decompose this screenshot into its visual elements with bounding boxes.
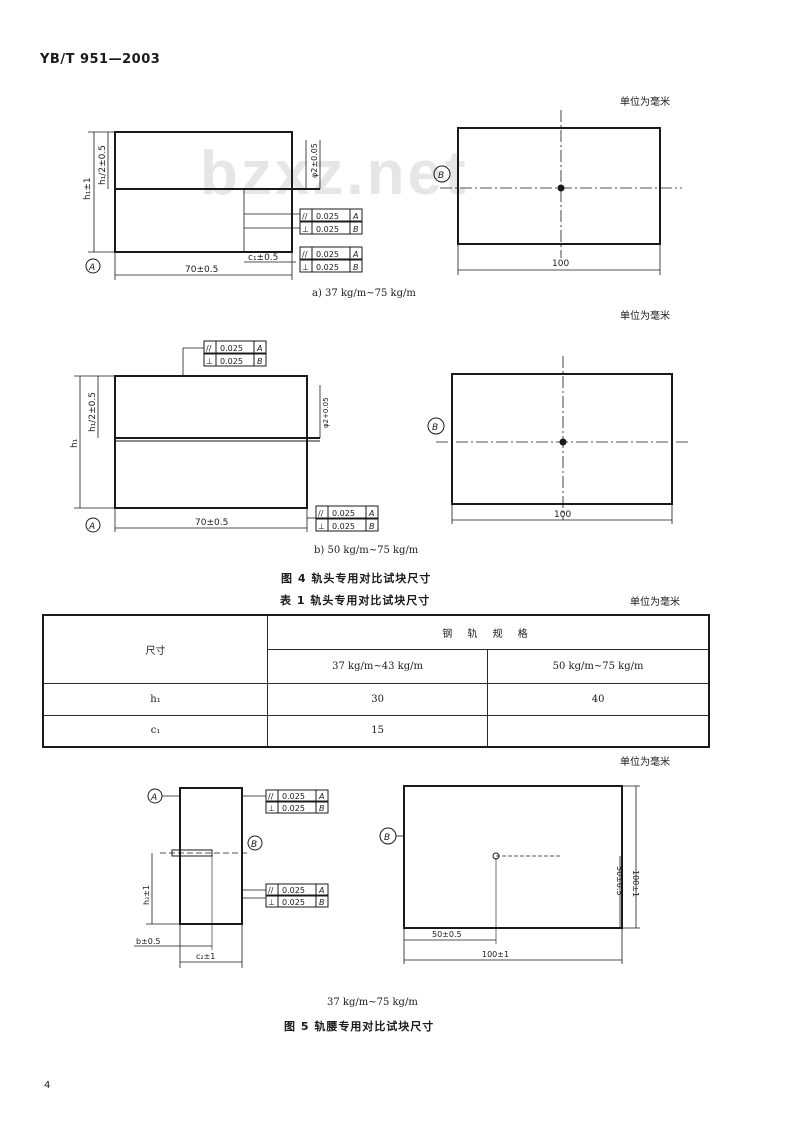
fig4b-side-width: 100 <box>554 510 571 520</box>
table1: 尺寸 钢 轨 规 格 37 kg/m~43 kg/m 50 kg/m~75 kg… <box>42 614 710 748</box>
fig4a-tol-parallel: 0.025 <box>316 212 339 221</box>
fig4b-tol-parallel-2: 0.025 <box>332 509 355 518</box>
fig4b-symbol-parallel-2: // <box>318 509 324 518</box>
fig5-tol-datum-b: B <box>319 804 325 813</box>
table1-subheader-2: 50 kg/m~75 kg/m <box>487 648 710 684</box>
fig4a-symbol-perp-2: ⊥ <box>302 263 309 272</box>
fig5-tol-perp: 0.025 <box>282 804 305 813</box>
fig4b-dim-half-height: h₁/2±0.5 <box>88 392 98 432</box>
fig5-datum-a: A <box>150 793 157 803</box>
fig4a-side-block <box>457 127 661 245</box>
fig4b-tol-datum-a-2: A <box>368 509 374 518</box>
fig4b-tol-datum-b: B <box>257 357 263 366</box>
table1-cell: 15 <box>266 714 489 748</box>
fig4b-tol-parallel: 0.025 <box>220 344 243 353</box>
fig5-tol-parallel-2: 0.025 <box>282 886 305 895</box>
fig4a-dim-half-height: h₁/2±0.5 <box>98 145 108 185</box>
fig4b-side-datum-b: B <box>432 423 438 433</box>
fig4b-tol-perp: 0.025 <box>220 357 243 366</box>
fig5-tol-datum-a-2: A <box>318 886 324 895</box>
fig4a-symbol-perp: ⊥ <box>302 225 309 234</box>
fig5-dim-side-h: 100±1 <box>631 870 640 897</box>
table1-cell: 40 <box>487 682 710 716</box>
fig5-caption: 37 kg/m~75 kg/m <box>327 997 418 1008</box>
fig5-dim-side-w: 100±1 <box>482 950 509 959</box>
document-code: YB/T 951—2003 <box>40 52 161 67</box>
fig4b-dim-height: h₁ <box>70 438 80 448</box>
fig4b-dim-hole: φ2+0.05 <box>322 397 330 428</box>
fig5-dim-side-x: 50±0.5 <box>432 930 462 939</box>
fig4a-front-block <box>114 131 293 253</box>
fig4b-tol-datum-b-2: B <box>369 522 375 531</box>
fig4a-dim-height: h₁±1 <box>83 177 93 200</box>
fig5-side-block <box>403 785 623 929</box>
fig4a-datum-a: A <box>88 263 95 273</box>
fig4b-symbol-perp-2: ⊥ <box>318 522 325 531</box>
fig4b-symbol-perp: ⊥ <box>206 357 213 366</box>
fig4b-caption: b) 50 kg/m~75 kg/m <box>314 545 419 556</box>
fig4b-symbol-parallel: // <box>206 344 212 353</box>
fig4a-side-datum-b: B <box>438 171 444 181</box>
fig4b-tol-datum-a: A <box>256 344 262 353</box>
unit-label-fig5: 单位为毫米 <box>620 757 670 768</box>
fig4a-symbol-parallel: // <box>302 212 308 221</box>
fig4-title: 图 4 轨头专用对比试块尺寸 <box>281 572 432 585</box>
fig5-dim-w: c₂±1 <box>196 952 215 961</box>
fig5-side-datum: B <box>384 833 390 843</box>
fig4a-dim-c: c₁±0.5 <box>248 253 278 263</box>
fig4a-tol-parallel-2: 0.025 <box>316 250 339 259</box>
unit-label-table1: 单位为毫米 <box>630 597 680 608</box>
fig5-dim-side-half: 50±0.5 <box>615 866 624 896</box>
unit-label-fig4b: 单位为毫米 <box>620 311 670 322</box>
fig4a-symbol-parallel-2: // <box>302 250 308 259</box>
fig5-datum-b: B <box>251 840 257 850</box>
fig5-tol-parallel: 0.025 <box>282 792 305 801</box>
fig4b-front-block <box>114 375 308 509</box>
table1-header-dim: 尺寸 <box>42 614 268 684</box>
fig4a-side-width: 100 <box>552 259 569 269</box>
fig5-tol-perp-2: 0.025 <box>282 898 305 907</box>
fig5-title: 图 5 轨腰专用对比试块尺寸 <box>284 1020 435 1033</box>
table1-row-name: c₁ <box>42 714 268 748</box>
table1-header-spec: 钢 轨 规 格 <box>267 614 710 650</box>
fig4b-side-block <box>451 373 673 505</box>
fig4a-tol-datum-b: B <box>353 225 359 234</box>
fig4b-dim-width: 70±0.5 <box>195 518 228 528</box>
table1-title: 表 1 轨头专用对比试块尺寸 <box>280 594 431 607</box>
fig4a-tol-datum-a: A <box>352 212 358 221</box>
table-row: h₁ 30 40 <box>42 682 710 716</box>
fig4a-tol-perp: 0.025 <box>316 225 339 234</box>
fig5-dim-b: b±0.5 <box>136 937 161 946</box>
fig5-symbol-parallel: // <box>268 792 274 801</box>
fig4a-tol-datum-b-2: B <box>353 263 359 272</box>
fig5-symbol-parallel-2: // <box>268 886 274 895</box>
fig4a-caption: a) 37 kg/m~75 kg/m <box>312 288 416 299</box>
fig5-tol-datum-b-2: B <box>319 898 325 907</box>
fig5-tol-datum-a: A <box>318 792 324 801</box>
table-row: c₁ 15 <box>42 714 710 748</box>
table1-cell <box>487 714 710 748</box>
fig4a-tol-datum-a-2: A <box>352 250 358 259</box>
fig5-symbol-perp-2: ⊥ <box>268 898 275 907</box>
fig5-symbol-perp: ⊥ <box>268 804 275 813</box>
unit-label-fig4a: 单位为毫米 <box>620 97 670 108</box>
fig4a-dim-width: 70±0.5 <box>185 265 218 275</box>
fig4b-datum-a: A <box>88 522 95 532</box>
page-number: 4 <box>44 1080 51 1091</box>
fig4b-tol-perp-2: 0.025 <box>332 522 355 531</box>
fig5-dim-h: h₂±1 <box>142 885 151 905</box>
fig4a-dim-hole: φ2±0.05 <box>310 143 319 178</box>
fig4a-tol-perp-2: 0.025 <box>316 263 339 272</box>
